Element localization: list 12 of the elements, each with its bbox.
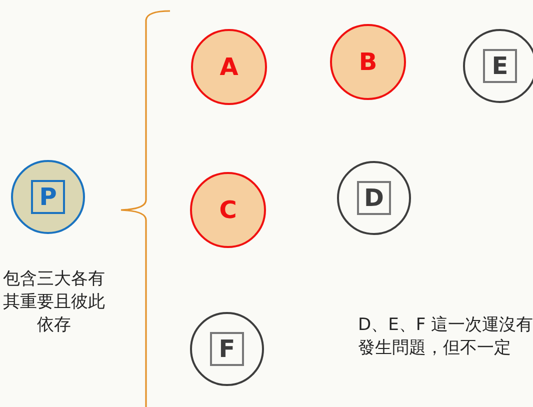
- note-text: 包含三大各有其重要且彼此依存: [2, 268, 106, 337]
- note-text: D、E、F 這一次運沒有發生問題，但不一定: [358, 314, 533, 360]
- circle-node: [190, 312, 264, 386]
- boxed-letter: F: [210, 332, 244, 366]
- boxed-letter: E: [483, 49, 517, 83]
- boxed-letter: D: [357, 181, 391, 215]
- boxed-letter: P: [31, 180, 65, 214]
- circle-node: [463, 29, 533, 103]
- letter: A: [220, 55, 238, 79]
- letter: B: [358, 50, 378, 74]
- circle-node: [337, 161, 411, 235]
- letter: C: [219, 198, 237, 222]
